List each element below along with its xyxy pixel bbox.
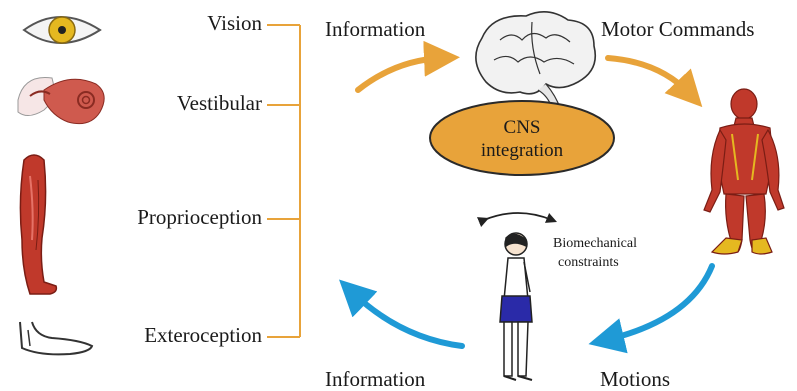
label-information-top: Information xyxy=(325,17,426,41)
foot-icon xyxy=(19,321,94,356)
eye-icon xyxy=(22,16,102,44)
label-vestibular: Vestibular xyxy=(177,91,262,115)
label-vision: Vision xyxy=(207,11,262,35)
standing-person-icon xyxy=(499,232,533,381)
inner-ear-icon xyxy=(17,76,105,125)
cns-integration-node: CNS integration xyxy=(429,100,615,176)
leg-muscle-icon xyxy=(19,154,58,295)
arrow-information-bottom xyxy=(339,279,465,349)
label-motions: Motions xyxy=(600,367,670,391)
label-proprioception: Proprioception xyxy=(137,205,262,229)
arrow-motions xyxy=(588,263,715,354)
label-information-bottom: Information xyxy=(325,367,426,391)
label-motor-commands: Motor Commands xyxy=(601,17,754,41)
sway-arrow xyxy=(476,212,557,228)
label-exteroception: Exteroception xyxy=(144,323,262,347)
biomech-label-line1: Biomechanical xyxy=(553,236,637,251)
arrow-information-to-cns xyxy=(355,40,460,93)
muscular-figure-icon xyxy=(703,88,785,255)
cns-label: CNS xyxy=(504,117,541,138)
sensory-bracket xyxy=(267,24,301,338)
brain-icon xyxy=(475,11,597,109)
arrow-motor-commands xyxy=(605,55,703,108)
cns-sub-label: integration xyxy=(481,140,564,161)
biomech-label-line2: constraints xyxy=(558,255,619,270)
